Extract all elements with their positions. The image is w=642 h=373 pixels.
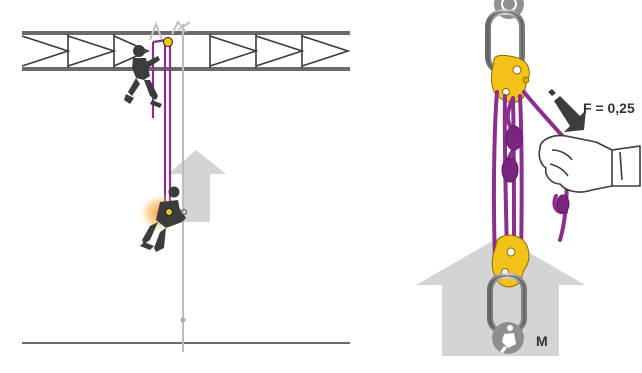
- right-pulley-detail: [416, 0, 640, 356]
- hand-icon: [539, 136, 640, 192]
- top-pulley: [164, 38, 173, 47]
- mass-label: M: [536, 333, 548, 349]
- attachment-point: [166, 209, 173, 216]
- climber-icon: [124, 45, 162, 108]
- haul-rope: [153, 40, 170, 212]
- left-rescue-scene: [22, 22, 350, 352]
- force-label: F = 0,25: [583, 100, 635, 116]
- truss-icon: [22, 32, 350, 70]
